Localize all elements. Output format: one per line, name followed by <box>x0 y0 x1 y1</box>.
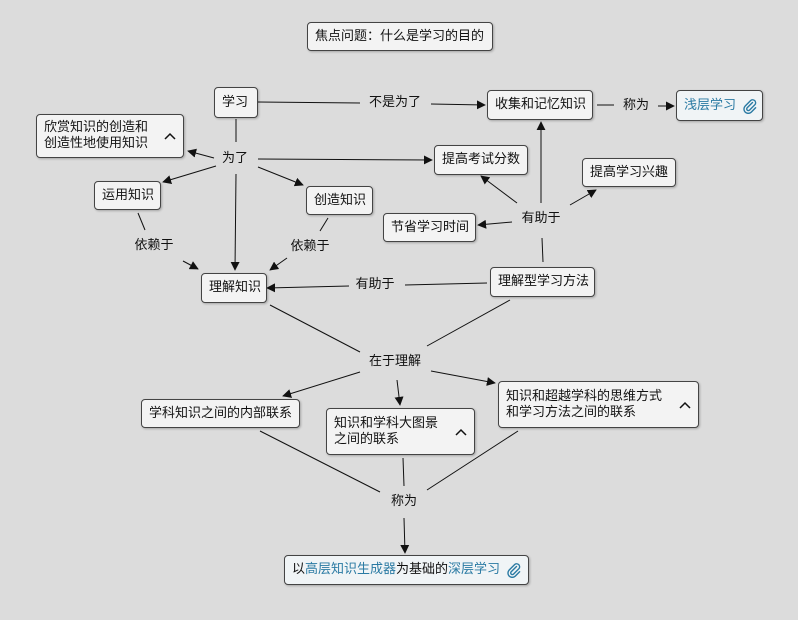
link-line <box>257 155 433 165</box>
link-line <box>137 212 146 231</box>
link-line <box>480 175 518 204</box>
concept-shallow-learning[interactable]: 浅层学习 <box>676 90 763 121</box>
link-line <box>266 283 350 293</box>
focus-question[interactable]: 焦点问题：什么是学习的目的 <box>307 22 493 51</box>
chevron-up-icon[interactable] <box>164 128 176 144</box>
link-word-not-for[interactable]: 不是为了 <box>368 95 422 110</box>
link-line <box>404 282 488 286</box>
link-word-depends-apply[interactable]: 依赖于 <box>134 238 174 253</box>
concept-raise-exam-score[interactable]: 提高考试分数 <box>434 145 528 175</box>
link-line <box>394 379 404 406</box>
link-line <box>269 257 288 271</box>
link-line <box>402 457 405 487</box>
link-line <box>182 260 199 270</box>
link-word-helps-understand[interactable]: 有助于 <box>355 277 395 292</box>
link-line <box>400 517 410 554</box>
link-line <box>319 217 329 232</box>
chevron-up-icon[interactable] <box>679 397 691 413</box>
concept-beyond-discipline-links[interactable]: 知识和超越学科的思维方式 和学习方法之间的联系 <box>498 381 699 428</box>
paperclip-icon[interactable] <box>742 98 758 114</box>
link-line <box>257 101 361 104</box>
link-line <box>259 430 381 493</box>
link-line <box>257 166 304 187</box>
link-word-lies-in-understanding[interactable]: 在于理解 <box>368 354 422 369</box>
concept-understanding-method[interactable]: 理解型学习方法 <box>490 267 595 297</box>
chevron-up-icon[interactable] <box>455 424 467 440</box>
link-line <box>426 430 519 491</box>
concept-deep-learning[interactable]: 以高层知识生成器为基础的深层学习 <box>284 555 529 585</box>
concept-save-study-time[interactable]: 节省学习时间 <box>383 213 476 242</box>
link-line <box>541 237 544 263</box>
concept-understand-knowledge[interactable]: 理解知识 <box>201 273 267 303</box>
link-line <box>430 370 496 386</box>
concept-apply-knowledge[interactable]: 运用知识 <box>94 181 161 210</box>
link-line <box>430 100 486 110</box>
concept-appreciate-knowledge[interactable]: 欣赏知识的创造和 创造性地使用知识 <box>36 114 184 158</box>
link-line <box>477 219 513 229</box>
link-line <box>282 371 361 398</box>
concept-collect-memorize[interactable]: 收集和记忆知识 <box>487 90 593 120</box>
link-line <box>187 148 215 159</box>
link-line <box>162 165 217 184</box>
link-word-called-deep[interactable]: 称为 <box>390 494 418 509</box>
link-line <box>426 299 511 347</box>
link-word-for[interactable]: 为了 <box>221 151 249 166</box>
concept-raise-interest[interactable]: 提高学习兴趣 <box>582 158 676 187</box>
concept-xuexi[interactable]: 学习 <box>214 87 258 118</box>
link-line <box>269 304 361 353</box>
concept-inner-links[interactable]: 学科知识之间的内部联系 <box>141 399 300 428</box>
link-word-called-shallow[interactable]: 称为 <box>622 98 650 113</box>
link-line <box>569 189 597 206</box>
paperclip-icon[interactable] <box>506 562 522 578</box>
link-word-depends-create[interactable]: 依赖于 <box>290 239 330 254</box>
link-word-helps-method[interactable]: 有助于 <box>521 211 561 226</box>
concept-big-picture-links[interactable]: 知识和学科大图景 之间的联系 <box>326 408 475 455</box>
link-line <box>230 173 240 271</box>
concept-create-knowledge[interactable]: 创造知识 <box>306 186 373 215</box>
